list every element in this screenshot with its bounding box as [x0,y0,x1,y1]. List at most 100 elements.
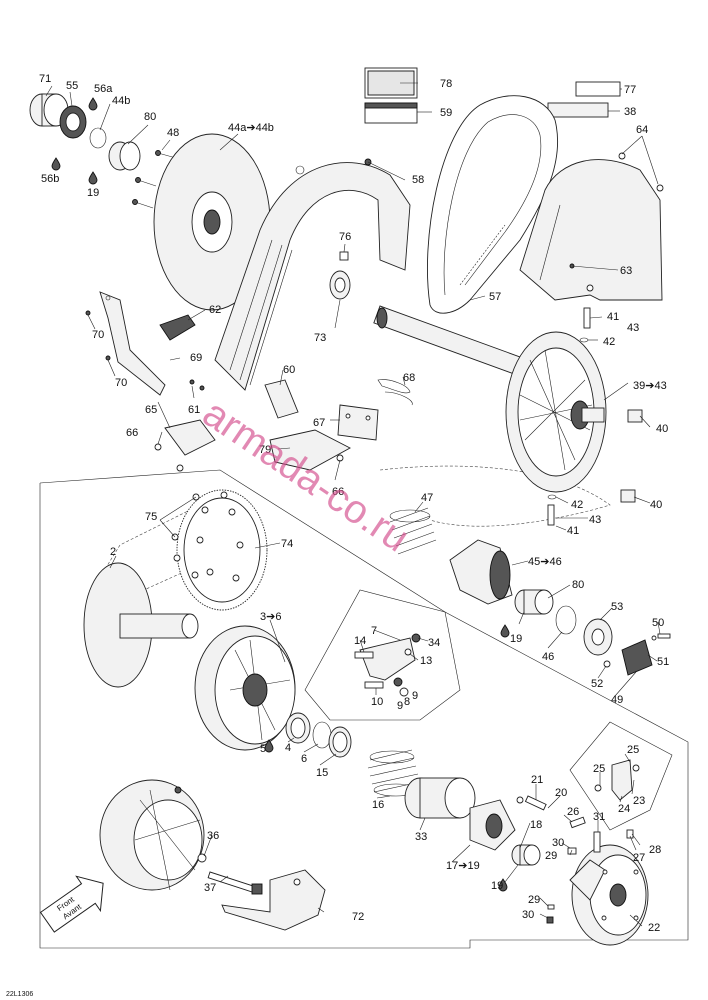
callout-36: 36 [207,830,219,842]
callout-48: 48 [167,127,179,139]
callout-19-lower: 19 [491,880,503,892]
callout-9-upper: 9 [412,690,418,702]
callout-70-upper: 70 [92,329,104,341]
callout-43-upper: 43 [627,322,639,334]
movable-sheave-3 [194,625,296,751]
callout-68: 68 [403,372,415,384]
callout-42-upper: 42 [603,336,615,348]
callout-80-lower: 80 [572,579,584,591]
callout-42-lower: 42 [571,499,583,511]
callout-19-upper: 19 [87,187,99,199]
spring-16 [367,749,421,797]
callout-55: 55 [66,80,78,92]
callout-38: 38 [624,106,636,118]
bushing-19 [511,844,541,866]
callout-25-right: 25 [627,744,639,756]
callout-40-lower: 40 [650,499,662,511]
bracket-72 [221,869,326,931]
callout-76: 76 [339,231,351,243]
callout-22: 22 [648,922,660,934]
callout-21: 21 [531,774,543,786]
callout-66-center: 66 [332,486,344,498]
cap-49 [603,633,671,676]
callout-19-middle: 19 [510,633,522,645]
washer-53 [583,618,613,656]
callout-2: 2 [110,546,116,558]
callout-26: 26 [567,806,579,818]
fixed-sheave-2 [83,562,199,688]
callout-39-43: 39➔43 [633,380,667,392]
cam-45 [449,539,513,605]
belt-guard-support-58 [214,158,411,391]
bracket-65 [164,419,216,456]
callout-58: 58 [412,174,424,186]
bearing-55 [59,105,87,139]
callout-78: 78 [440,78,452,90]
callout-44a-44b: 44a➔44b [228,122,274,134]
callout-14: 14 [354,635,366,647]
callout-45-46: 45➔46 [528,556,562,568]
figure-code: 22L1306 [6,991,33,998]
callout-7: 7 [371,625,377,637]
callout-62: 62 [209,304,221,316]
drive-belt-57 [427,95,559,314]
spider-17 [469,799,516,851]
driven-pulley-39 [505,331,607,493]
callout-34: 34 [428,637,440,649]
callout-33: 33 [415,831,427,843]
pin-20-21 [516,795,547,811]
callout-16: 16 [372,799,384,811]
bracket-67 [337,404,379,441]
callout-5: 5 [260,743,266,755]
seal-73 [329,270,351,300]
callout-57: 57 [489,291,501,303]
washers-4-6-15 [285,712,352,758]
decal-77 [575,81,621,97]
bracket-60 [264,379,299,419]
callout-51: 51 [657,656,669,668]
callout-66-left: 66 [126,427,138,439]
callout-75: 75 [145,511,157,523]
callout-40-upper: 40 [656,423,668,435]
belt-guard-cover-63 [519,152,664,301]
callout-29-upper: 29 [545,850,557,862]
callout-63: 63 [620,265,632,277]
callout-41-upper: 41 [607,311,619,323]
callout-30-lower: 30 [522,909,534,921]
spacer-40-b [620,489,636,503]
callout-70-lower: 70 [115,377,127,389]
callout-23: 23 [633,795,645,807]
callout-29-lower: 29 [528,894,540,906]
callout-43-lower: 43 [589,514,601,526]
callout-47: 47 [421,492,433,504]
decal-38 [547,102,609,118]
callout-3-6: 3➔6 [260,611,281,623]
callout-17-19: 17➔19 [446,860,480,872]
pad-62 [159,314,196,341]
lever-assembly-7 [354,633,421,697]
lubricant-drop-icons [51,97,510,892]
screw-41-top [579,307,591,343]
retaining-ring-44b [89,127,107,149]
decal-59 [364,102,418,124]
callout-71: 71 [39,73,51,85]
callout-64: 64 [636,124,648,136]
callout-56b: 56b [41,173,59,185]
callout-27: 27 [633,852,645,864]
callout-37: 37 [204,882,216,894]
callout-28: 28 [649,844,661,856]
callout-80-upper: 80 [144,111,156,123]
callout-72: 72 [352,911,364,923]
bushing-80-b [514,589,554,615]
callout-44b: 44b [112,95,130,107]
bracket-69 [99,291,166,396]
callout-46: 46 [542,651,554,663]
callout-69: 69 [190,352,202,364]
drive-pulley-installed [99,779,205,891]
callout-8: 8 [404,696,410,708]
callout-13: 13 [420,655,432,667]
screw-41-bottom [547,494,557,526]
plug-76 [339,251,349,261]
callout-31: 31 [593,811,605,823]
